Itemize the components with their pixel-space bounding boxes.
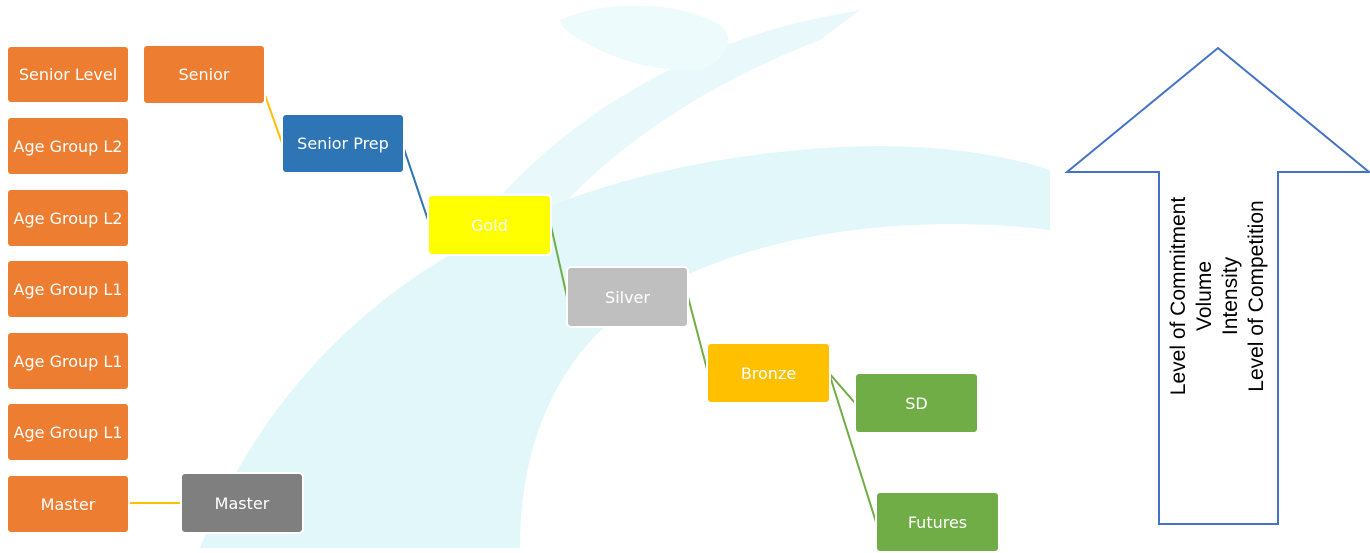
level-label: Age Group L1 bbox=[13, 351, 123, 371]
arrow-label-volume: Volume bbox=[1193, 260, 1216, 332]
level-box-age-group-l1: Age Group L1 bbox=[6, 402, 130, 462]
squad-box-bronze: Bronze bbox=[706, 342, 831, 404]
connector-gold-to-silver bbox=[550, 225, 568, 298]
connector-bronze-to-sd bbox=[828, 372, 856, 404]
level-label: Age Group L1 bbox=[13, 279, 123, 299]
squad-label: Bronze bbox=[740, 363, 797, 383]
connector-bronze-to-futures bbox=[828, 372, 877, 523]
arrow-label-competition: Level of Competition bbox=[1245, 200, 1268, 392]
level-box-age-group-l1: Age Group L1 bbox=[6, 331, 130, 391]
watermark-hand bbox=[560, 5, 729, 71]
squad-label: Gold bbox=[471, 215, 508, 235]
connector-senior-to-senior-prep bbox=[264, 60, 283, 144]
connector-silver-to-bronze bbox=[687, 296, 709, 374]
connector-senior-prep-to-gold bbox=[401, 142, 431, 227]
arrow-label-block: Level of Commitment Volume Intensity Lev… bbox=[1166, 197, 1270, 395]
squad-label: Senior bbox=[178, 65, 230, 84]
watermark-swoosh-lower bbox=[200, 146, 1050, 548]
up-arrow-shape bbox=[1064, 46, 1370, 525]
squad-box-senior: Senior bbox=[142, 44, 266, 105]
squad-box-senior-prep: Senior Prep bbox=[281, 113, 405, 174]
squad-label: Silver bbox=[605, 287, 650, 307]
arrow-label-commitment: Level of Commitment bbox=[1167, 196, 1190, 396]
squad-box-master: Master bbox=[180, 472, 304, 534]
arrow-label-intensity: Intensity bbox=[1219, 256, 1242, 336]
squad-label: Futures bbox=[907, 512, 968, 532]
level-box-age-group-l2: Age Group L2 bbox=[6, 116, 130, 176]
squad-label: Senior Prep bbox=[297, 134, 389, 153]
level-label: Age Group L1 bbox=[13, 422, 123, 442]
squad-box-silver: Silver bbox=[566, 266, 689, 328]
squad-box-sd: SD bbox=[854, 372, 979, 434]
level-label: Age Group L2 bbox=[13, 136, 123, 156]
level-box-age-group-l1: Age Group L1 bbox=[6, 259, 130, 319]
level-box-master: Master bbox=[6, 474, 130, 534]
squad-label: SD bbox=[905, 393, 928, 413]
squad-box-gold: Gold bbox=[427, 194, 552, 256]
level-label: Senior Level bbox=[18, 65, 118, 84]
level-label: Master bbox=[40, 494, 96, 514]
level-box-age-group-l2: Age Group L2 bbox=[6, 188, 130, 248]
squad-label: Master bbox=[214, 493, 270, 513]
level-box-senior-level: Senior Level bbox=[6, 45, 130, 104]
level-label: Age Group L2 bbox=[13, 208, 123, 228]
squad-box-futures: Futures bbox=[875, 491, 1000, 553]
